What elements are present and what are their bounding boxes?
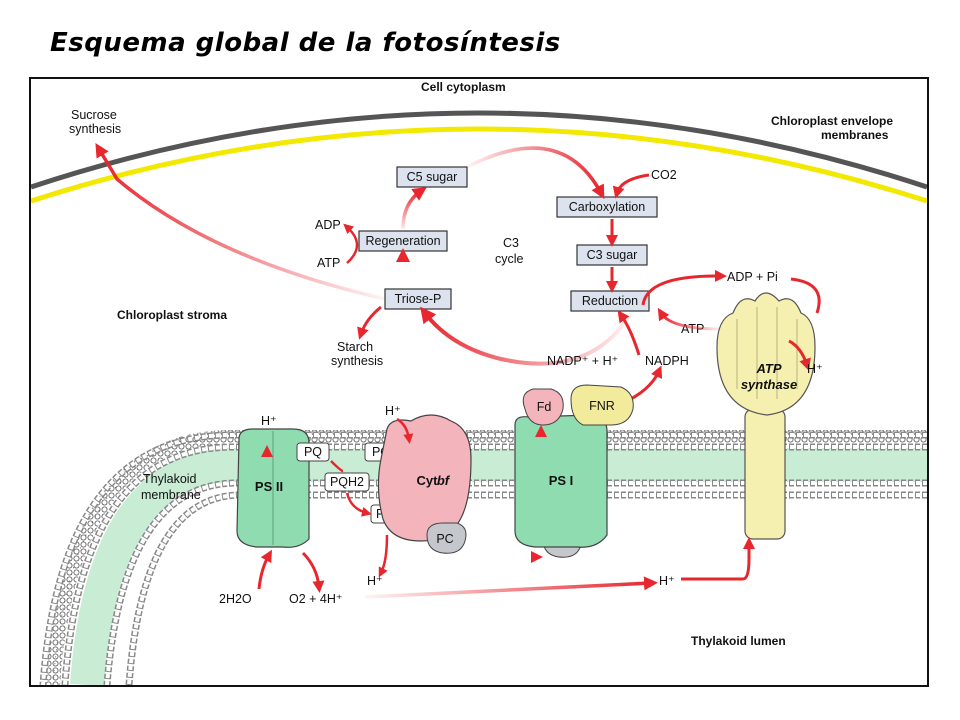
oxygen-label: O2 + 4H⁺: [289, 592, 343, 606]
envelope-label-2: membranes: [821, 128, 889, 142]
slide-title: Esquema global de la fotosíntesis: [50, 28, 561, 58]
envelope-label-1: Chloroplast envelope: [771, 114, 893, 128]
cycle-label-1: C3: [503, 236, 519, 250]
reduction-to-triose-arrow: [420, 306, 633, 366]
nadph-label: NADPH: [645, 354, 689, 368]
cyt-bf-complex: Cyt bf: [377, 414, 472, 542]
regeneration-box: Regeneration: [358, 230, 448, 252]
c5-sugar-box: C5 sugar: [396, 166, 468, 188]
lumen-h-right-label: H⁺: [659, 574, 675, 588]
c3-sugar-box: C3 sugar: [576, 244, 648, 266]
synthase-h-out-arrow: [788, 339, 811, 371]
atp-synthase-label-1: ATP: [755, 361, 781, 376]
pc-1: PC: [426, 522, 467, 554]
fnr-protein: FNR: [570, 384, 634, 426]
regeneration-to-c5-arrow: [401, 187, 427, 230]
svg-text:PQH2: PQH2: [330, 475, 364, 489]
psii-h-label: H⁺: [261, 414, 277, 428]
adp-pi-arrow: [641, 269, 727, 306]
cyt-h-arrow: [396, 417, 414, 444]
starch-label-1: Starch: [337, 340, 373, 354]
svg-text:C5 sugar: C5 sugar: [407, 170, 458, 184]
pqh2-box-1: PQH2: [324, 472, 370, 492]
thylakoid-membrane: [39, 430, 927, 685]
cyt-bf-label-2: bf: [437, 473, 451, 488]
co2-label: CO2: [651, 168, 677, 182]
nadp-label: NADP⁺ + H⁺: [547, 354, 618, 368]
atp-synthase: ATP synthase: [716, 292, 816, 540]
c5-to-carboxylation-arrow: [466, 146, 605, 200]
svg-text:PC: PC: [436, 532, 453, 546]
lumen-proton-arrow: [364, 576, 658, 599]
envelope-gray-membrane: [31, 110, 927, 190]
sucrose-arrow: [95, 142, 386, 301]
pq-box-1: PQ: [296, 442, 330, 462]
atp-output-arrow: [657, 307, 722, 331]
svg-text:FNR: FNR: [589, 399, 615, 413]
psi-label: PS I: [549, 473, 574, 488]
water-label: 2H2O: [219, 592, 252, 606]
cytoplasm-label: Cell cytoplasm: [421, 80, 506, 94]
synthase-h-label: H⁺: [807, 362, 823, 376]
carboxylation-box: Carboxylation: [556, 196, 658, 218]
fd-protein: Fd: [522, 388, 564, 426]
atp-synthase-label-2: synthase: [741, 377, 797, 392]
svg-text:Triose-P: Triose-P: [395, 292, 442, 306]
svg-text:Regeneration: Regeneration: [365, 234, 440, 248]
lumen-proton-to-synthase-arrow: [681, 537, 755, 581]
cycle-label-2: cycle: [495, 252, 524, 266]
psi-complex: PS I: [514, 414, 608, 548]
pq-pool-arrows: [330, 460, 367, 513]
sucrose-label-1: Sucrose: [71, 108, 117, 122]
starch-arrow: [357, 305, 382, 340]
adp-label: ADP: [315, 218, 341, 232]
adp-pi-label: ADP + Pi: [727, 270, 778, 284]
oxygen-arrow: [301, 551, 325, 593]
atp-loop-arrow: [790, 277, 821, 314]
svg-text:Reduction: Reduction: [582, 294, 638, 308]
water-arrow: [257, 549, 272, 590]
cyt-bf-label-1: Cyt: [417, 473, 439, 488]
nadph-to-reduction-arrow: [617, 310, 641, 356]
psii-complex: PS II: [236, 428, 310, 548]
starch-label-2: synthesis: [331, 354, 383, 368]
cyt-h-label: H⁺: [385, 404, 401, 418]
co2-arrow: [612, 173, 650, 199]
svg-text:PQ: PQ: [304, 445, 322, 459]
svg-text:Fd: Fd: [537, 400, 552, 414]
photosynthesis-diagram: Cell cytoplasm Chloroplast envelope memb…: [29, 77, 929, 687]
psii-label: PS II: [255, 479, 283, 494]
svg-text:C3 sugar: C3 sugar: [587, 248, 638, 262]
svg-text:Carboxylation: Carboxylation: [569, 200, 645, 214]
atp-label: ATP: [317, 256, 340, 270]
envelope-yellow-membrane: [31, 126, 927, 204]
lumen-label: Thylakoid lumen: [691, 634, 786, 648]
lumen-h-left-label: H⁺: [367, 574, 383, 588]
stroma-label: Chloroplast stroma: [117, 308, 227, 322]
thylakoid-membrane-label-1: Thylakoid: [143, 472, 197, 486]
thylakoid-membrane-label-2: membrane: [141, 488, 201, 502]
sucrose-label-2: synthesis: [69, 122, 121, 136]
reduction-box: Reduction: [570, 290, 650, 312]
atp-adp-arrow: [343, 223, 359, 264]
cyt-lumen-proton-arrow: [378, 534, 389, 578]
triose-p-box: Triose-P: [384, 288, 452, 310]
